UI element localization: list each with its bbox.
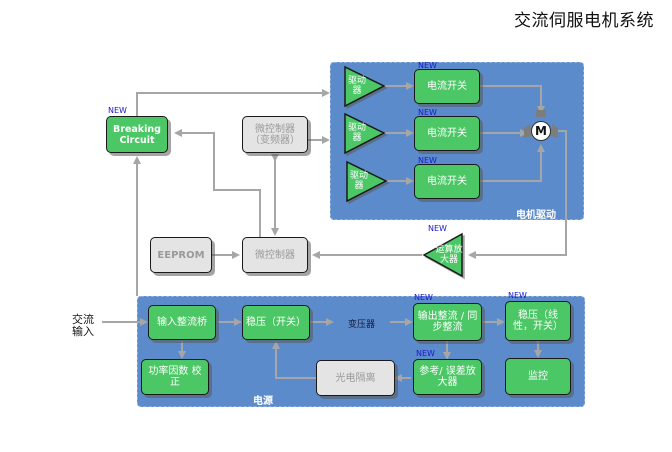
current-switch-label-2: 电流开关 (427, 128, 467, 139)
new-badge: NEW (416, 349, 435, 358)
regulator-linear-label: 稳压（线性，开关） (513, 310, 563, 332)
new-badge: NEW (418, 108, 437, 117)
breaking-circuit-label: Breaking Circuit (113, 123, 161, 146)
pfc-block[interactable]: 功率因数 校正 (141, 359, 209, 395)
breaking-circuit-block[interactable]: Breaking Circuit (106, 116, 168, 153)
input-rectifier-block[interactable]: 输入整流桥 (148, 305, 216, 340)
optocoupler-block[interactable]: 光电隔离 (316, 360, 395, 396)
current-switch-block-3[interactable]: 电流开关 (414, 164, 480, 199)
new-badge: NEW (414, 293, 433, 302)
wire-switch3-motor (480, 144, 545, 182)
ac-input-line1: 交流 (72, 313, 94, 326)
new-badge: NEW (428, 224, 447, 233)
wire-switch1-motor (480, 85, 545, 114)
regulator-linear-block[interactable]: 稳压（线性，开关） (505, 301, 571, 341)
regulator-switch-label: 稳压（开关） (246, 317, 306, 328)
wire-mcu-to-breaking (174, 129, 261, 237)
diagram-title: 交流伺服电机系统 (514, 11, 654, 31)
op-amp-label: 运算放大器 (435, 245, 463, 265)
optocoupler-label: 光电隔离 (335, 372, 376, 384)
driver-triangle-1 (344, 65, 386, 108)
driver-triangle-2 (344, 112, 386, 155)
transformer-label: 变压器 (348, 320, 376, 330)
output-rectifier-block[interactable]: 输出整流 / 同步整流 (413, 303, 482, 341)
driver-label-2: 驱动器 (347, 123, 366, 143)
current-switch-label-1: 电流开关 (427, 81, 467, 92)
new-badge: NEW (418, 61, 437, 70)
reference-amp-label: 参考/ 误差放大器 (419, 366, 476, 388)
current-switch-block-1[interactable]: 电流开关 (414, 69, 480, 104)
reference-amp-block[interactable]: 参考/ 误差放大器 (413, 359, 482, 395)
monitor-label: 监控 (528, 371, 548, 382)
mcu-block[interactable]: 微控制器 (242, 237, 308, 273)
ac-input-label: 交流 输入 (72, 314, 94, 338)
mcu-label: 微控制器 (255, 249, 295, 261)
current-switch-label-3: 电流开关 (427, 176, 467, 187)
new-badge: NEW (508, 291, 527, 300)
wire-motor-to-opamp (468, 130, 567, 259)
current-switch-block-2[interactable]: 电流开关 (414, 116, 480, 151)
output-rectifier-label: 输出整流 / 同步整流 (417, 311, 478, 333)
monitor-block[interactable]: 监控 (505, 358, 571, 395)
mcu-vfd-block[interactable]: 微控制器（变频器） (242, 116, 308, 153)
wire-breaking-to-drive (136, 89, 330, 116)
eeprom-label: EEPROM (157, 249, 205, 261)
new-badge: NEW (108, 106, 127, 115)
mcu-vfd-label: 微控制器（变频器） (250, 123, 300, 146)
driver-triangle-3 (346, 160, 388, 203)
driver-label-3: 驱动器 (349, 171, 368, 191)
motor-icon: M (531, 121, 551, 141)
regulator-switch-block[interactable]: 稳压（开关） (242, 305, 310, 340)
wire-opto-to-regulator (272, 341, 316, 379)
ac-input-line2: 输入 (72, 325, 94, 338)
power-supply-group-label: 电源 (253, 396, 273, 407)
pfc-label: 功率因数 校正 (148, 366, 202, 388)
eeprom-block[interactable]: EEPROM (150, 237, 212, 273)
op-amp-triangle (422, 232, 463, 278)
new-badge: NEW (418, 156, 437, 165)
motor-label: M (535, 124, 547, 138)
input-rectifier-label: 输入整流桥 (157, 317, 207, 328)
driver-label-1: 驱动器 (347, 76, 366, 96)
motor-drive-group-label: 电机驱动 (516, 210, 556, 221)
